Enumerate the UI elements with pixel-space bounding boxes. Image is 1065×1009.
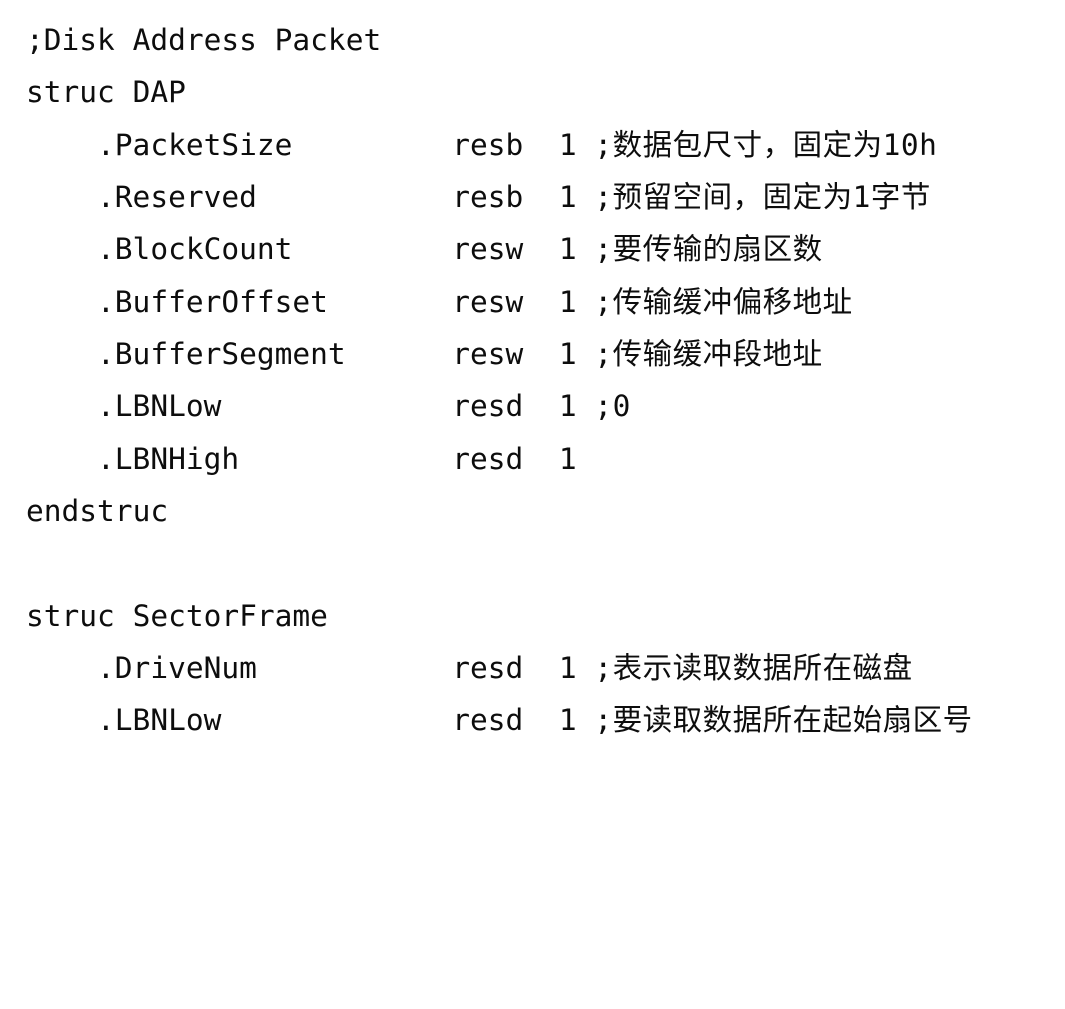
directive: resb [452,180,524,215]
code-line-field: .PacketSize resb 1 ;数据包尺寸，固定为10h [26,119,1065,171]
code-line-struc-sectorframe: struc SectorFrame [26,590,1065,642]
directive: resw [452,337,524,372]
inline-comment: ;传输缓冲段地址 [594,337,823,372]
code-line-field: .LBNLow resd 1 ;要读取数据所在起始扇区号 [26,694,1065,746]
directive: resb [452,127,524,162]
field-label: .PacketSize [97,127,293,162]
code-line-field: .DriveNum resd 1 ;表示读取数据所在磁盘 [26,642,1065,694]
code-line-field: .Reserved resb 1 ;预留空间，固定为1字节 [26,171,1065,223]
code-line-comment: ;Disk Address Packet [26,14,1065,66]
inline-comment: ;要读取数据所在起始扇区号 [594,703,973,738]
directive: resw [452,232,524,267]
field-label: .LBNHigh [97,441,240,476]
code-line-field: .BufferSegment resw 1 ;传输缓冲段地址 [26,328,1065,380]
inline-comment: ;0 [594,389,631,424]
code-line-endstruc: endstruc [26,485,1065,537]
struc-declaration: struc DAP [26,75,186,110]
directive: resd [452,703,524,738]
code-line-field: .LBNHigh resd 1 [26,433,1065,485]
directive: resd [452,441,524,476]
field-label: .LBNLow [97,389,222,424]
directive: resd [452,651,524,686]
code-line-field: .LBNLow resd 1 ;0 [26,380,1065,432]
operand-count: 1 [558,389,577,424]
operand-count: 1 [558,441,577,476]
code-line-field: .BlockCount resw 1 ;要传输的扇区数 [26,223,1065,275]
field-label: .BufferOffset [97,284,328,319]
inline-comment: ;预留空间，固定为1字节 [594,180,931,215]
operand-count: 1 [558,337,577,372]
code-listing: ;Disk Address Packet struc DAP .PacketSi… [26,14,1065,746]
directive: resw [452,284,524,319]
inline-comment: ;数据包尺寸，固定为10h [594,127,938,162]
operand-count: 1 [558,284,577,319]
field-label: .Reserved [97,180,257,215]
comment-text: ;Disk Address Packet [26,23,382,57]
endstruc-keyword: endstruc [26,494,169,529]
code-line-struc-dap: struc DAP [26,66,1065,118]
operand-count: 1 [558,127,577,162]
field-label: .BlockCount [97,232,293,267]
operand-count: 1 [558,703,577,738]
inline-comment: ;要传输的扇区数 [594,232,823,267]
operand-count: 1 [558,232,577,267]
field-label: .BufferSegment [97,337,346,372]
field-label: .LBNLow [97,703,222,738]
inline-comment: ;表示读取数据所在磁盘 [594,651,913,686]
operand-count: 1 [558,651,577,686]
code-line-blank [26,537,1065,589]
operand-count: 1 [558,180,577,215]
struc-declaration: struc SectorFrame [26,598,328,633]
directive: resd [452,389,524,424]
code-line-field: .BufferOffset resw 1 ;传输缓冲偏移地址 [26,276,1065,328]
inline-comment: ;传输缓冲偏移地址 [594,284,853,319]
field-label: .DriveNum [97,651,257,686]
